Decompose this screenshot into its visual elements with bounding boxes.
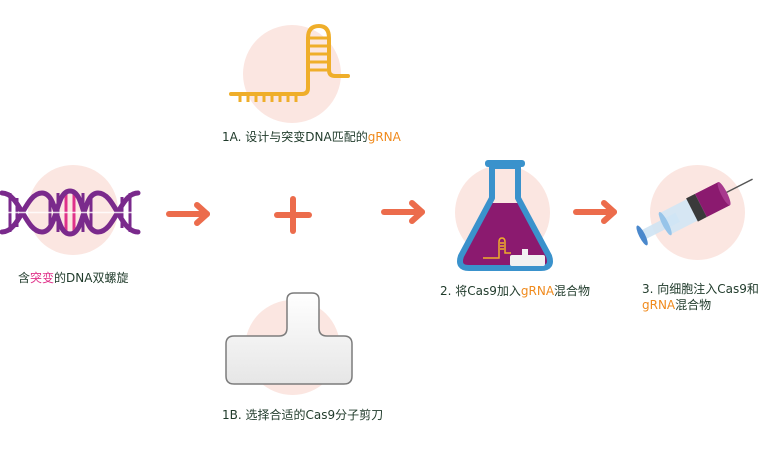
step-3-label-suffix: 混合物 [675, 298, 712, 312]
step-1b-label-text: 1B. 选择合适的Cas9分子剪刀 [222, 408, 384, 422]
arrow-right-icon [381, 200, 425, 224]
grna-icon [229, 24, 350, 102]
arrow-right-icon [573, 200, 617, 224]
dna-label: 含突变的DNA双螺旋 [18, 270, 128, 286]
step-2-label-prefix: 2. 将Cas9加入 [440, 284, 521, 298]
arrow-right-icon [166, 202, 210, 226]
step-1b-label: 1B. 选择合适的Cas9分子剪刀 [222, 407, 383, 423]
cas9-scissors-icon [225, 292, 353, 385]
dna-label-suffix: 的DNA双螺旋 [54, 271, 129, 285]
step-1a-label-highlight: gRNA [367, 130, 401, 144]
step-2-label-suffix: 混合物 [554, 284, 591, 298]
dna-double-helix-icon [0, 188, 141, 237]
step-1a-label-prefix: 1A. 设计与突变DNA匹配的 [222, 130, 368, 144]
syringe-icon [636, 178, 753, 246]
step-2-label: 2. 将Cas9加入gRNA混合物 [440, 283, 590, 299]
grna-background-circle [243, 25, 341, 123]
step-3-label-line1: 3. 向细胞注入Cas9和 [642, 282, 759, 296]
step-3-label: 3. 向细胞注入Cas9和 gRNA混合物 [642, 281, 759, 313]
step-3-label-line2: gRNA混合物 [642, 297, 759, 313]
step-3-label-highlight: gRNA [642, 298, 676, 312]
dna-label-prefix: 含 [18, 271, 31, 285]
plus-icon [274, 196, 312, 234]
dna-label-highlight: 突变 [30, 271, 55, 285]
step-2-label-highlight: gRNA [520, 284, 555, 298]
flask-icon [457, 160, 553, 271]
step-1a-label: 1A. 设计与突变DNA匹配的gRNA [222, 129, 401, 145]
